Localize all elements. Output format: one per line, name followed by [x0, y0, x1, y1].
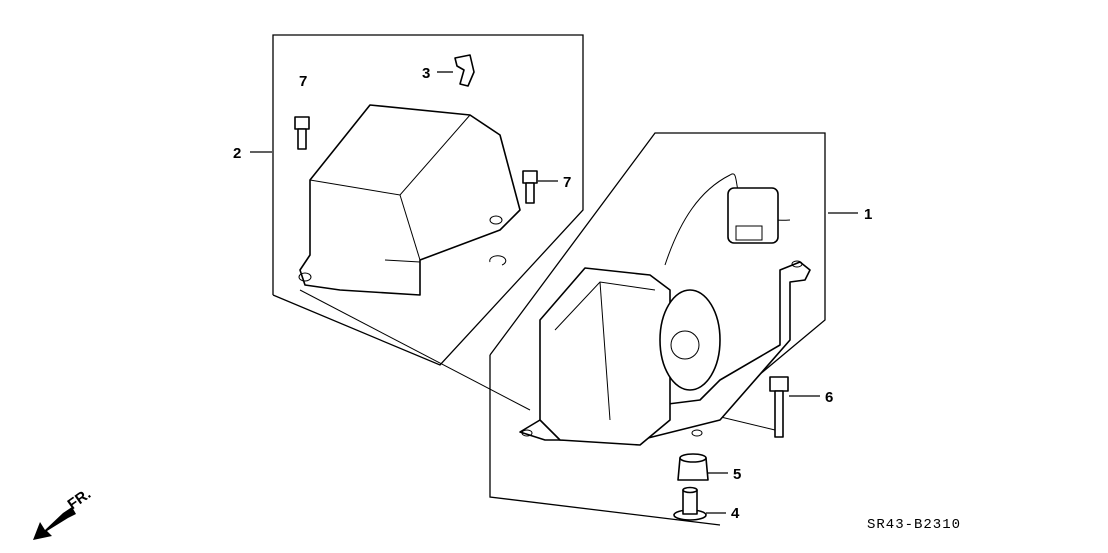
actuator-assembly-part: [519, 173, 811, 446]
callout-3: 3: [422, 65, 430, 82]
bolt-part: [294, 116, 310, 150]
callout-5: 5: [733, 466, 741, 483]
group-box-right-lower: [489, 355, 721, 526]
callout-1: 1: [864, 206, 872, 223]
grommet-part: [677, 453, 709, 481]
group-box-left: [272, 34, 584, 366]
bolt-part: [522, 170, 538, 204]
cover-part: [298, 104, 521, 296]
callout-2: 2: [233, 145, 241, 162]
leader-line: [299, 289, 531, 411]
callout-7: 7: [299, 73, 307, 90]
clip-part: [454, 54, 475, 87]
callout-7: 7: [563, 174, 571, 191]
bolt-part-6: [769, 376, 789, 438]
front-arrow-icon: [33, 507, 76, 540]
callout-4: 4: [731, 505, 740, 522]
collar-part: [673, 486, 707, 521]
diagram-code: SR43-B2310: [867, 517, 961, 533]
group-box-right: [489, 132, 826, 396]
callout-6: 6: [825, 389, 833, 406]
